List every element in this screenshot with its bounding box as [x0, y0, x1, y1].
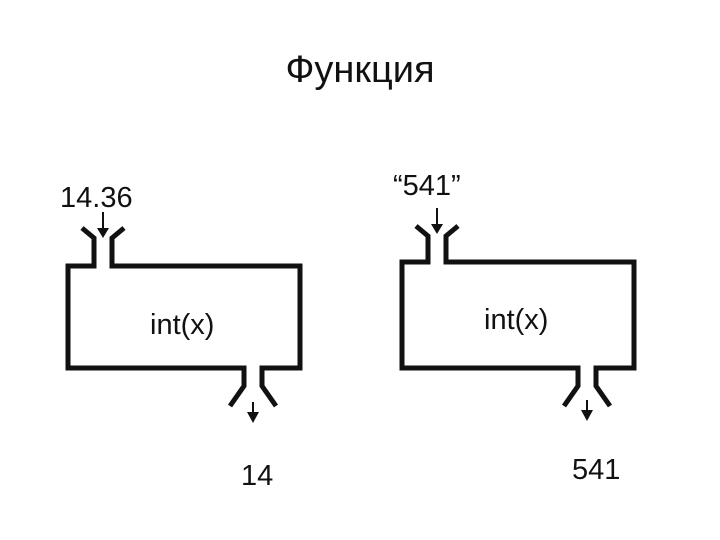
output-arrow-head-left	[247, 412, 259, 423]
output-arrow-head-right	[581, 410, 593, 421]
input-value-left: 14.36	[60, 180, 133, 216]
input-value-right: “541”	[393, 168, 461, 204]
output-value-right: 541	[572, 452, 620, 488]
function-label-left: int(x)	[150, 307, 214, 343]
input-arrow-head-left	[97, 228, 109, 238]
function-label-right: int(x)	[484, 302, 548, 338]
output-value-left: 14	[241, 458, 273, 494]
input-arrow-head-right	[431, 224, 443, 234]
